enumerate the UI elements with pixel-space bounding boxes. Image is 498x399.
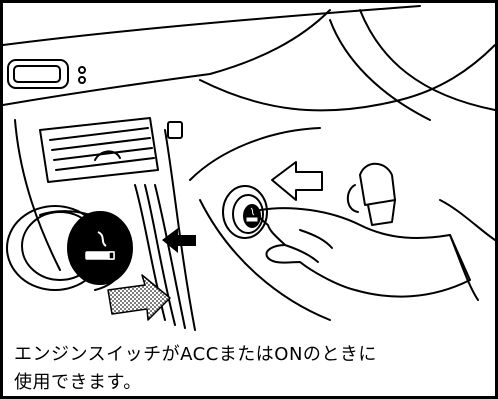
caption-line-2: 使用できます。 bbox=[14, 372, 142, 393]
steering-column-inner bbox=[329, 19, 431, 121]
arrow-right-icon bbox=[107, 274, 171, 321]
caption-line-1: エンジンスイッチがACCまたはONのときに bbox=[14, 344, 377, 365]
cigarette-icon bbox=[85, 231, 115, 260]
dashboard-top-line bbox=[2, 5, 421, 46]
hand bbox=[257, 207, 471, 298]
lighter-socket bbox=[222, 185, 268, 239]
arrow-left-solid-icon bbox=[162, 228, 196, 253]
air-vent bbox=[39, 117, 159, 183]
caption: エンジンスイッチがACCまたはONのときに 使用できます。 bbox=[14, 341, 484, 397]
dashboard-curve bbox=[2, 9, 331, 106]
cigarette-lighter-knob bbox=[67, 211, 133, 285]
gear-lever bbox=[359, 162, 396, 206]
console-panel bbox=[14, 119, 61, 271]
dashboard-upper-panel bbox=[199, 44, 496, 112]
steering-column bbox=[359, 9, 496, 111]
display-unit bbox=[7, 59, 69, 89]
arrow-left-icon bbox=[271, 161, 323, 201]
